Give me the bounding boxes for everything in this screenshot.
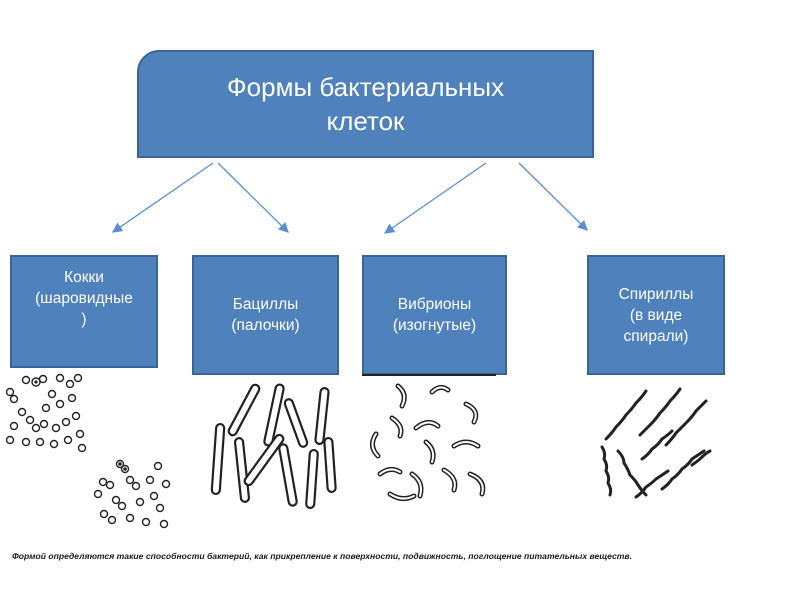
arrow-to-bacilly [217,162,289,233]
root-box: Формы бактериальных клеток [137,50,594,158]
arrow-to-kokki [111,162,214,233]
shape-box-kokki: Кокки (шаровидные ) [10,255,158,368]
shape-box-spiril: Спириллы (в виде спирали) [587,255,725,375]
bacilli-illustration [210,383,337,510]
arrow-to-spiril [518,162,588,231]
caption-text: Формой определяются такие способности ба… [12,551,632,561]
shape-box-vibrio: Вибрионы (изогнутые) [362,255,507,375]
arrow-to-vibrio [383,162,487,234]
cocci-illustration [0,368,171,529]
vibrio-illustration [362,374,496,502]
spirilla-illustration [600,387,712,499]
shape-box-bacilly: Бациллы (палочки) [192,255,339,375]
